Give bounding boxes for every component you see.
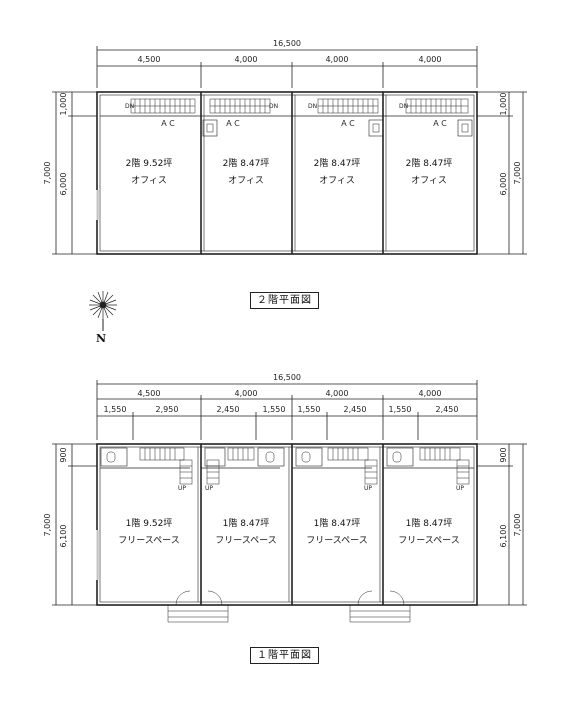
f2-bay-width-4: 4,000 [419,55,442,64]
f1-up-label-4: UP [456,485,464,492]
f2-bay-width-1: 4,500 [138,55,161,64]
f1-up-label-3: UP [364,485,372,492]
f1-up-label-1: UP [178,485,186,492]
floor1-caption: １階平面図 [250,647,319,664]
f1-room-1-use: フリースペース [118,536,179,546]
f1-sub-width-2: 2,950 [156,405,179,414]
f2-room-4-area: 2階 8.47坪 [406,158,453,169]
f2-bay-width-3: 4,000 [326,55,349,64]
f2-ac-label-3: ＡＣ [340,119,356,128]
f1-sub-width-1: 1,550 [104,405,127,414]
f2-room-3-area: 2階 8.47坪 [314,158,361,169]
f1-depth-right-total: 7,000 [513,514,522,537]
f1-room-3-area: 1階 8.47坪 [314,518,361,529]
f2-dn-label-1: DN [125,103,134,110]
compass-north-label: N [96,332,107,345]
f1-sub-width-6: 2,450 [344,405,367,414]
f1-total-width: 16,500 [273,373,301,382]
f1-room-2-area: 1階 8.47坪 [223,518,270,529]
f2-ac-label-2: ＡＣ [225,119,241,128]
f2-room-4-use: オフィス [411,175,447,186]
f1-room-4-use: フリースペース [398,536,459,546]
f2-dn-label-4: DN [399,103,408,110]
f2-depth-right-corridor: 1,000 [499,93,508,116]
floor1-plan [52,380,527,623]
f2-room-3-use: オフィス [319,175,355,186]
f1-bay-width-1: 4,500 [138,389,161,398]
f1-room-1-area: 1階 9.52坪 [126,518,173,529]
f2-ac-label-1: ＡＣ [160,119,176,128]
f2-room-1-area: 2階 9.52坪 [126,158,173,169]
f2-ac-label-4: ＡＣ [432,119,448,128]
f1-depth-right-room: 6,100 [499,525,508,548]
f1-room-3-use: フリースペース [306,536,367,546]
f1-bay-width-3: 4,000 [326,389,349,398]
f2-room-1-use: オフィス [131,175,167,186]
f1-bay-width-4: 4,000 [419,389,442,398]
f2-depth-right-total: 7,000 [513,162,522,185]
f1-room-4-area: 1階 8.47坪 [406,518,453,529]
f2-depth-left-corridor: 1,000 [59,93,68,116]
f1-sub-width-8: 2,450 [436,405,459,414]
f2-room-2-use: オフィス [228,175,264,186]
floor2-plan [52,46,527,255]
f2-room-2-area: 2階 8.47坪 [223,158,270,169]
f2-depth-left-room: 6,000 [59,173,68,196]
f1-room-2-use: フリースペース [215,536,276,546]
f2-depth-right-room: 6,000 [499,173,508,196]
f2-bay-width-2: 4,000 [235,55,258,64]
f1-depth-left-total: 7,000 [43,514,52,537]
f1-sub-width-7: 1,550 [389,405,412,414]
f2-total-width: 16,500 [273,39,301,48]
f1-up-label-2: UP [205,485,213,492]
f1-bay-width-2: 4,000 [235,389,258,398]
compass-icon [89,291,117,331]
floor2-caption: ２階平面図 [250,292,319,309]
f2-dn-label-3: DN [308,103,317,110]
f1-sub-width-5: 1,550 [298,405,321,414]
f1-depth-left-room: 6,100 [59,525,68,548]
f2-depth-left-total: 7,000 [43,162,52,185]
f1-sub-width-4: 1,550 [263,405,286,414]
f1-depth-right-corridor: 900 [499,447,508,462]
f1-sub-width-3: 2,450 [217,405,240,414]
f2-dn-label-2: DN [269,103,278,110]
f1-depth-left-corridor: 900 [59,447,68,462]
